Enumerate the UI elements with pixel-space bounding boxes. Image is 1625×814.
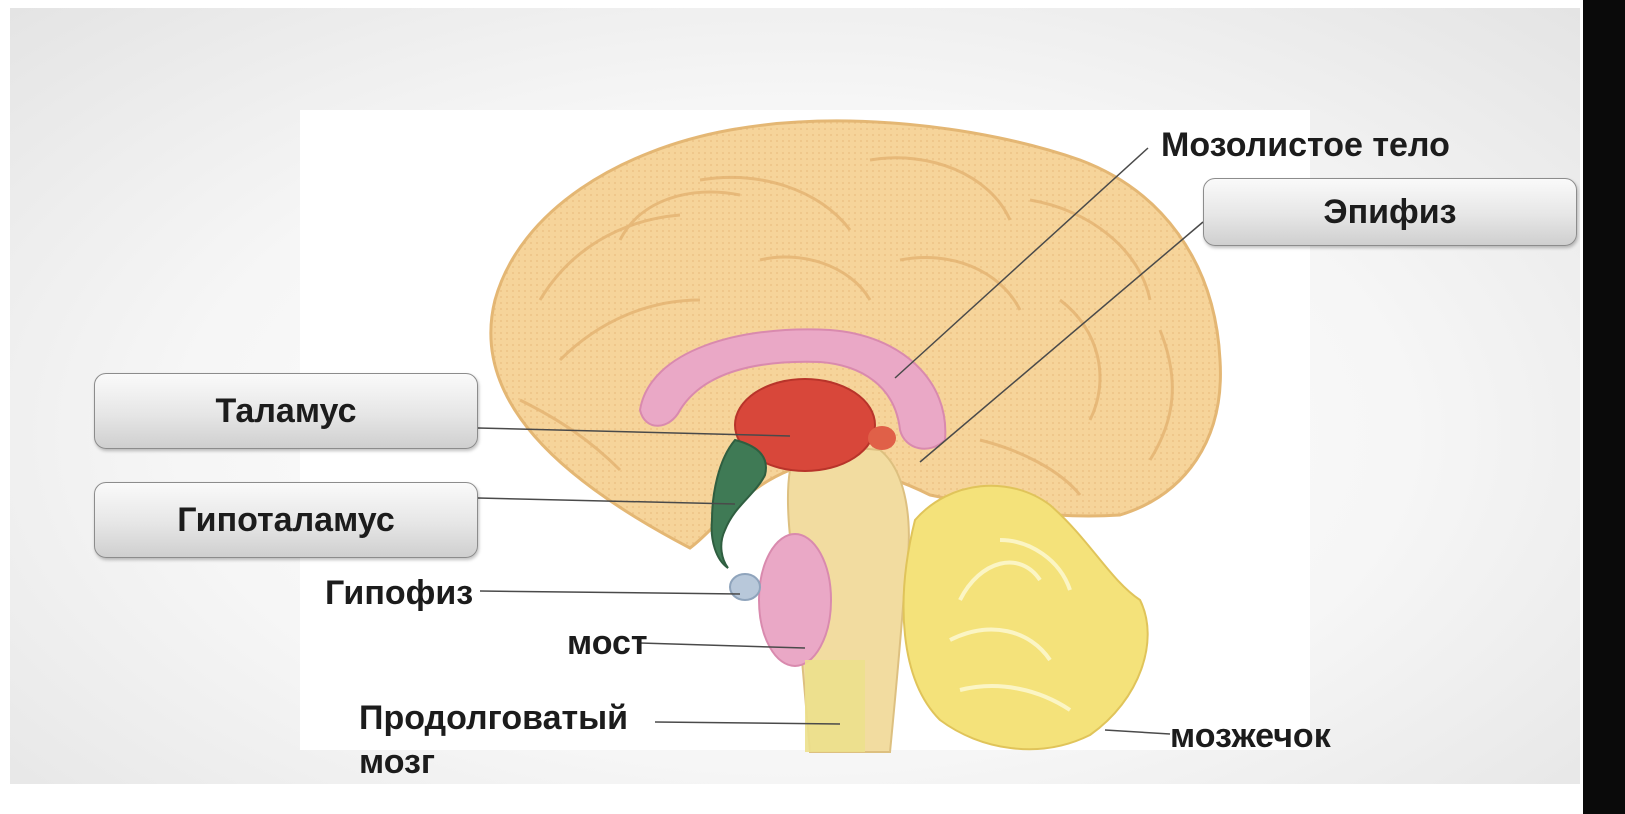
cerebellum-shape [904, 486, 1148, 749]
medulla-shape [805, 660, 865, 752]
label-hypothalamus: Гипоталамус [177, 501, 395, 540]
label-pons: мост [567, 624, 648, 663]
epiphysis-shape [868, 426, 896, 450]
label-box-hypothalamus: Гипоталамус [94, 482, 478, 558]
label-medulla: Продолговатый мозг [359, 696, 628, 784]
label-thalamus: Таламус [215, 392, 356, 431]
label-medulla-line2: мозг [359, 740, 628, 784]
label-box-epiphysis: Эпифиз [1203, 178, 1577, 246]
label-corpus-callosum: Мозолистое тело [1161, 126, 1450, 165]
label-box-thalamus: Таламус [94, 373, 478, 449]
label-cerebellum: мозжечок [1170, 717, 1331, 756]
pituitary-shape [730, 574, 760, 600]
label-epiphysis: Эпифиз [1323, 193, 1456, 232]
label-hypophysis: Гипофиз [325, 574, 473, 613]
label-medulla-line1: Продолговатый [359, 696, 628, 740]
